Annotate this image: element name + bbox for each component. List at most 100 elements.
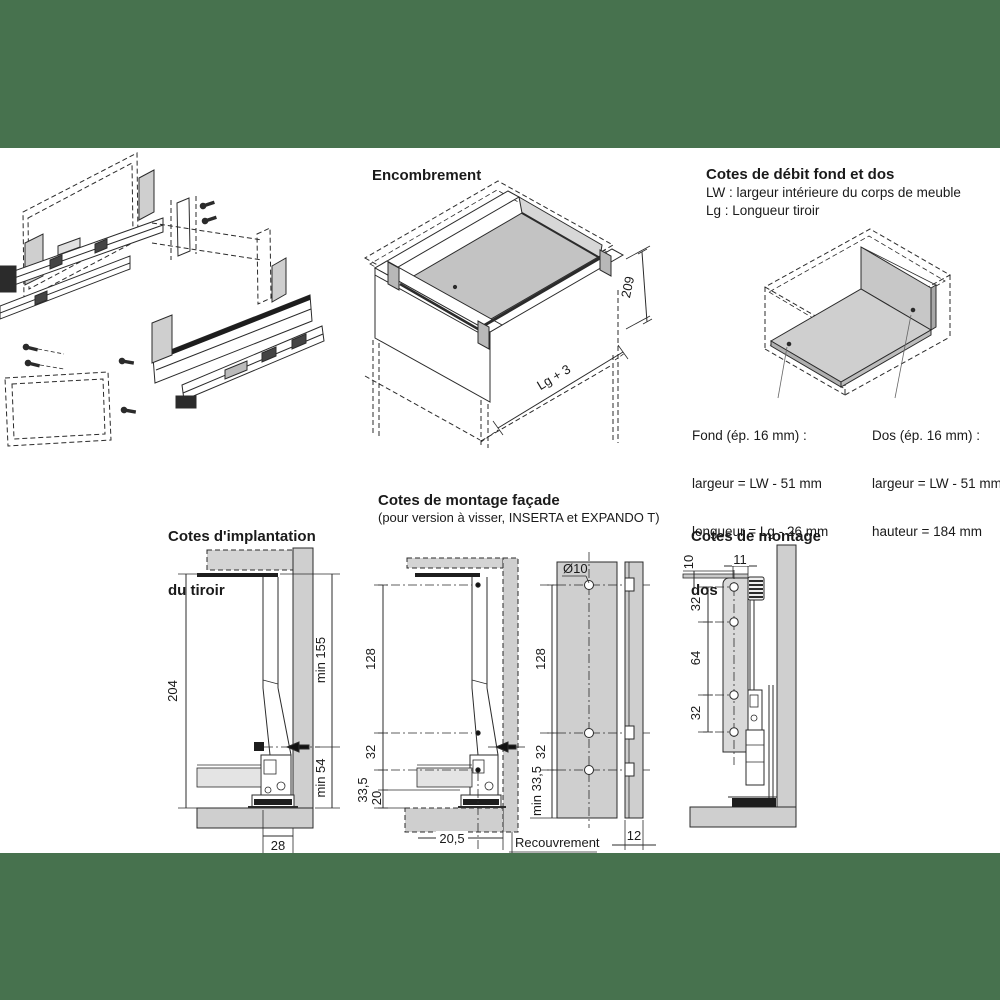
dimension-12: 12 xyxy=(612,820,656,850)
drawer-profile xyxy=(415,573,506,808)
dim-32-front-label: 32 xyxy=(533,745,548,759)
dim-204-label: 204 xyxy=(165,680,180,702)
fond-spec-title: Fond (ép. 16 mm) : xyxy=(692,428,807,443)
facade-mounting-diagram: 128 32 33,5 20 20,5 Recouvrement Ø10 xyxy=(355,552,656,853)
top-green-band xyxy=(0,0,1000,148)
dos-mount-title: Cotes de montage dos xyxy=(691,492,821,618)
drawer-box xyxy=(373,190,625,403)
fond-specs: Fond (ép. 16 mm) : largeur = LW - 51 mm … xyxy=(692,396,828,556)
dim-min155-label: min 155 xyxy=(313,637,328,683)
drawer-runner-left-2 xyxy=(0,255,131,320)
debit-header: Cotes de débit fond et dos LW : largeur … xyxy=(706,166,961,220)
screw-icon xyxy=(22,343,39,353)
cabinet-rail-dashed xyxy=(206,549,294,571)
facade-panel-section xyxy=(502,557,519,833)
cabinet-bottom-panel xyxy=(404,807,504,833)
dim-32a-label: 32 xyxy=(688,597,703,611)
fond-panel xyxy=(770,288,932,388)
facade-wall xyxy=(292,547,314,809)
dos-mounting-diagram: 32 64 32 10 11 xyxy=(681,544,797,828)
dimension-column-left: 128 32 33,5 20 xyxy=(355,584,388,809)
cabinet-side-panel-right-dashed xyxy=(256,227,272,305)
dim-10-label: 10 xyxy=(681,555,696,569)
drawer-profile xyxy=(196,573,298,808)
dim-209-label: 209 xyxy=(618,275,637,299)
rear-fixing-post xyxy=(170,196,197,260)
debit-legend-lw: LW : largeur intérieure du corps de meub… xyxy=(706,185,961,200)
dimension-column-front: 128 32 min 33,5 xyxy=(529,584,557,819)
drawer-runner-left xyxy=(0,217,164,291)
drawer-top-edge-line xyxy=(682,573,749,579)
attachment-arrow xyxy=(264,741,320,753)
dos-leader-line xyxy=(894,314,912,399)
screw-icon xyxy=(24,359,41,369)
dim-128-side-label: 128 xyxy=(363,648,378,670)
mounting-plate-gray xyxy=(151,314,173,364)
fond-leader-line xyxy=(777,346,788,399)
facade-subtitle: (pour version à visser, INSERTA et EXPAN… xyxy=(378,510,660,525)
dim-335-side-label: 33,5 xyxy=(355,777,370,802)
recouvrement-label: Recouvrement xyxy=(515,835,600,850)
cabinet-bottom-panel xyxy=(689,806,797,828)
dimension-10: 10 xyxy=(681,555,733,587)
dimension-column: 32 64 32 xyxy=(688,586,713,733)
dim-min335-front-label: min 33,5 xyxy=(529,766,544,816)
dos-spec-hauteur: hauteur = 184 mm xyxy=(872,524,982,539)
drawer-runner-right xyxy=(175,325,325,409)
dim-128-front-label: 128 xyxy=(533,648,548,670)
debit-legend-lg: Lg : Longueur tiroir xyxy=(706,203,820,218)
dim-12-label: 12 xyxy=(627,828,641,843)
dim-lg3-label: Lg + 3 xyxy=(534,361,573,393)
dimension-min155: min 155 xyxy=(280,573,340,748)
screw-icon xyxy=(198,199,216,211)
dim-min54-label: min 54 xyxy=(313,758,328,797)
cabinet-bottom-panel xyxy=(196,807,314,829)
dimension-205-bottom: 20,5 Recouvrement xyxy=(418,772,600,853)
dos-spec-title: Dos (ép. 16 mm) : xyxy=(872,428,981,443)
hole-diameter-label: Ø10 xyxy=(563,561,588,576)
screw-icon xyxy=(120,406,137,416)
dos-mount-title-line1: Cotes de montage xyxy=(691,528,822,545)
drawer-side-panel xyxy=(152,294,313,384)
dimension-204: 204 xyxy=(165,573,200,809)
debit-title: Cotes de débit fond et dos xyxy=(706,166,895,183)
dimension-28: 28 xyxy=(262,810,294,853)
dos-mount-title-line2: dos xyxy=(691,582,718,599)
dim-205-label: 20,5 xyxy=(439,831,464,846)
implantation-title: Cotes d'implantation du tiroir xyxy=(168,492,316,618)
dos-specs: Dos (ép. 16 mm) : largeur = LW - 51 mm h… xyxy=(872,396,1000,556)
dimension-lg3: Lg + 3 xyxy=(480,344,629,443)
facade-title: Cotes de montage façade xyxy=(378,492,560,509)
dos-panel-side-view xyxy=(722,570,749,765)
bottom-green-band xyxy=(0,853,1000,1000)
cabinet-back-wall xyxy=(776,544,797,809)
implantation-title-line2: du tiroir xyxy=(168,582,225,599)
dim-20-side-label: 20 xyxy=(369,791,384,805)
debit-box-diagram xyxy=(763,228,952,399)
drawer-front-panel-dashed xyxy=(4,371,112,447)
attachment-arrow xyxy=(488,741,528,753)
dim-28-label: 28 xyxy=(271,838,285,853)
encombrement-diagram: 209 Lg + 3 xyxy=(363,180,653,448)
implantation-diagram: 204 min 155 min 54 28 xyxy=(165,547,340,853)
mounting-plate-gray xyxy=(271,257,287,303)
dos-spec-largeur: largeur = LW - 51 mm xyxy=(872,476,1000,491)
fond-spec-largeur: largeur = LW - 51 mm xyxy=(692,476,822,491)
screw-icon xyxy=(118,357,135,367)
dim-11-label: 11 xyxy=(733,552,747,567)
dimension-min54: min 54 xyxy=(313,747,340,809)
mounting-plate-gray xyxy=(138,169,155,221)
dimension-11: 11 xyxy=(724,552,757,578)
rear-bracket-hardware xyxy=(728,576,777,807)
screw-icon xyxy=(200,214,218,226)
implantation-title-line1: Cotes d'implantation xyxy=(168,528,316,545)
dim-64-label: 64 xyxy=(688,651,703,665)
dim-32-side-label: 32 xyxy=(363,745,378,759)
dim-32b-label: 32 xyxy=(688,706,703,720)
fond-spec-longueur: longueur = Lg - 26 mm xyxy=(692,524,829,539)
cabinet-rail-dashed xyxy=(406,557,504,569)
facade-header: Cotes de montage façade (pour version à … xyxy=(378,492,660,526)
encombrement-title: Encombrement xyxy=(372,167,482,184)
exploded-view-diagram xyxy=(0,152,325,447)
